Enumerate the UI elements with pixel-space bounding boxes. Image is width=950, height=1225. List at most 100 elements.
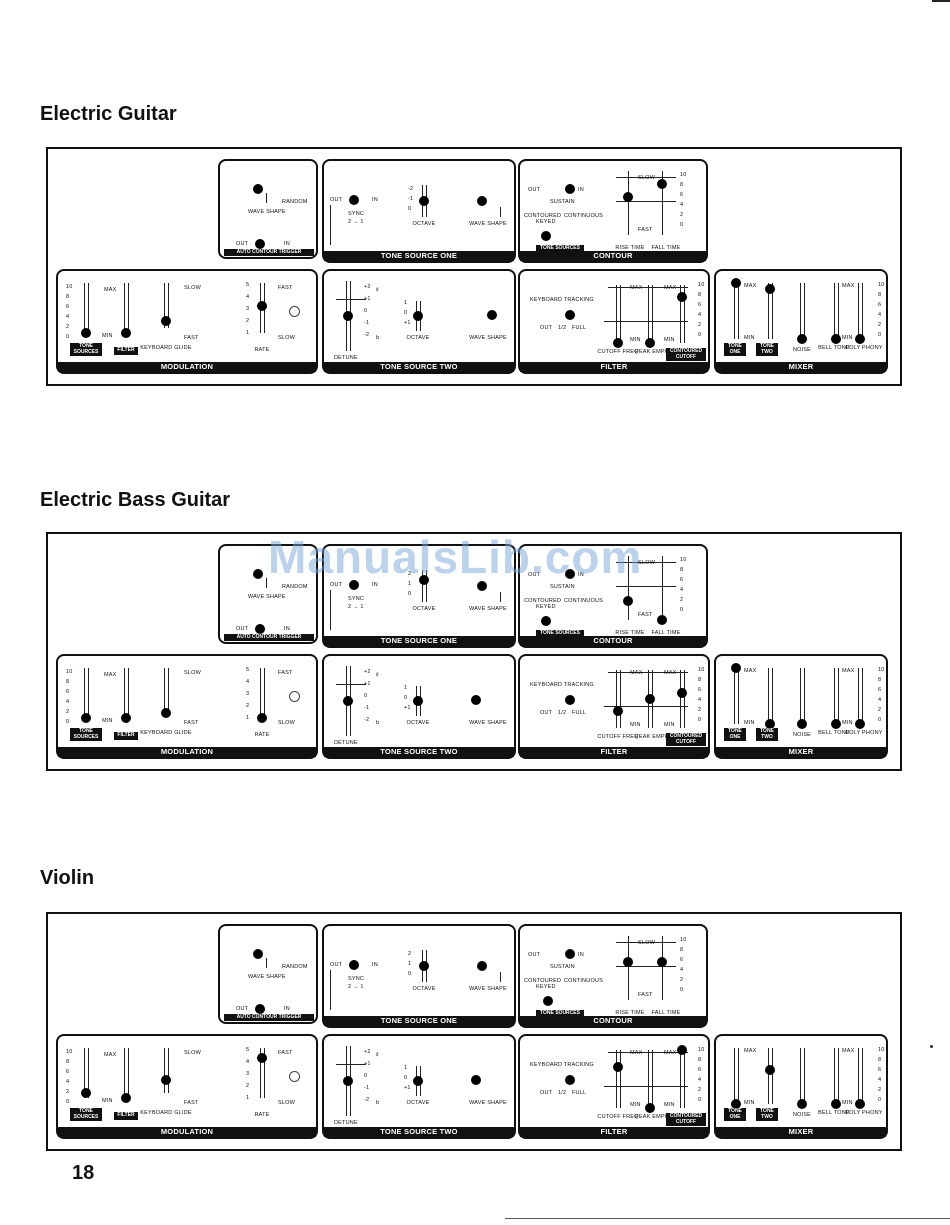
ts2-detune-knob[interactable] [343, 311, 353, 321]
auto-contour-trigger-label: AUTO CONTOUR TRIGGER [224, 634, 314, 641]
auto-contour-knob[interactable] [255, 624, 265, 634]
fall-time-knob[interactable] [657, 178, 667, 189]
contour-sustain-knob[interactable] [565, 184, 575, 194]
mixer-tone-one-slider-knob[interactable] [731, 663, 741, 673]
waveshape-knob[interactable] [253, 949, 263, 959]
tone-two-button[interactable]: TONE TWO [756, 1108, 778, 1121]
contoured-cutoff-slider-knob[interactable] [677, 688, 687, 699]
ts1-sync-knob[interactable] [349, 960, 359, 970]
ts1-octave-slider-knob[interactable] [419, 196, 429, 206]
contoured-cutoff-button[interactable]: CONTOURED CUTOFF [666, 348, 706, 361]
ts1-wave-knob[interactable] [477, 961, 487, 971]
peak-emph-slider-knob[interactable] [645, 1103, 655, 1113]
rise-time-knob[interactable] [623, 191, 633, 202]
ts1-wave-knob[interactable] [477, 581, 487, 591]
keyboard-glide-slider-knob[interactable] [161, 708, 171, 718]
mod-tone-sources-slider-knob[interactable] [81, 1088, 91, 1098]
contoured-cutoff-slider-knob[interactable] [677, 1045, 687, 1055]
mixer-tone-two-slider-knob[interactable] [765, 719, 775, 729]
tone-one-button[interactable]: TONE ONE [724, 728, 746, 741]
rate-slider-knob[interactable] [257, 300, 267, 311]
ts1-sync-knob[interactable] [349, 580, 359, 590]
kbd-tracking-knob[interactable] [565, 695, 575, 705]
mixer-polyphony-slider-knob[interactable] [855, 719, 865, 729]
ts2-detune-knob[interactable] [343, 1076, 353, 1086]
ts2-octave-slider-knob[interactable] [413, 311, 423, 321]
waveshape-knob[interactable] [253, 184, 263, 194]
rate-indicator[interactable] [289, 691, 300, 702]
mixer-noise-slider-knob[interactable] [797, 1099, 807, 1109]
mixer-bell-tone-slider-knob[interactable] [831, 719, 841, 729]
rate-slider-knob[interactable] [257, 1053, 267, 1063]
tone-sources-button[interactable]: TONE SOURCES [70, 343, 102, 356]
contour-sustain-knob[interactable] [565, 949, 575, 959]
contoured-cutoff-slider-knob[interactable] [677, 291, 687, 302]
mod-filter-slider-knob[interactable] [121, 1093, 131, 1103]
kbd-tracking-knob[interactable] [565, 1075, 575, 1085]
contour-sustain-knob[interactable] [565, 569, 575, 579]
peak-emph-slider-knob[interactable] [645, 338, 655, 348]
tone-two-button[interactable]: TONE TWO [756, 343, 778, 356]
contour-tone-sources-button[interactable]: TONE SOURCES [536, 1010, 584, 1017]
mixer-bell-tone-slider-knob[interactable] [831, 334, 841, 344]
ts2-detune-knob[interactable] [343, 696, 353, 706]
mixer-tone-two-slider-knob[interactable] [765, 1065, 775, 1076]
keyboard-glide-slider-knob[interactable] [161, 1074, 171, 1085]
filter-button[interactable]: FILTER [114, 347, 138, 355]
fall-time-knob[interactable] [657, 956, 667, 967]
ts2-octave-slider-knob[interactable] [413, 1076, 423, 1086]
rate-indicator[interactable] [289, 306, 300, 317]
mixer-noise-slider-knob[interactable] [797, 719, 807, 729]
cutoff-freq-slider-knob[interactable] [613, 705, 623, 716]
ts1-sync-knob[interactable] [349, 195, 359, 205]
kbd-tracking-knob[interactable] [565, 310, 575, 320]
ts1-wave-knob[interactable] [477, 196, 487, 206]
mixer-tone-one-slider-knob[interactable] [731, 278, 741, 288]
ts2-wave-knob[interactable] [471, 1075, 481, 1085]
mixer-noise-slider-knob[interactable] [797, 334, 807, 344]
cutoff-freq-slider-knob[interactable] [613, 338, 623, 348]
tone-two-button[interactable]: TONE TWO [756, 728, 778, 741]
mod-filter-slider-knob[interactable] [121, 713, 131, 723]
peak-emph-slider-knob[interactable] [645, 694, 655, 704]
contour-tone-sources-button[interactable]: TONE SOURCES [536, 245, 584, 252]
contour-scale-1: 8 [680, 567, 684, 573]
mod-tone-sources-slider-knob[interactable] [81, 328, 91, 338]
tone-one-button[interactable]: TONE ONE [724, 343, 746, 356]
mixer-tone-one-slider-knob[interactable] [731, 1099, 741, 1109]
auto-contour-knob[interactable] [255, 239, 265, 249]
keyboard-glide-slider-knob[interactable] [161, 316, 171, 327]
rise-time-knob[interactable] [623, 595, 633, 606]
contour-mode-knob[interactable] [543, 996, 553, 1006]
rise-time-knob[interactable] [623, 956, 633, 967]
tone-sources-button[interactable]: TONE SOURCES [70, 728, 102, 741]
ts2-wave-knob[interactable] [487, 310, 497, 320]
rate-indicator[interactable] [289, 1071, 300, 1082]
ts1-octave-slider-knob[interactable] [419, 961, 429, 971]
mixer-bell-tone-slider-knob[interactable] [831, 1099, 841, 1109]
rate-slider-knob[interactable] [257, 713, 267, 723]
waveshape-knob[interactable] [253, 569, 263, 579]
contoured-cutoff-button[interactable]: CONTOURED CUTOFF [666, 1113, 706, 1126]
ts1-oct-scale-0: -2 [408, 186, 414, 192]
contoured-cutoff-button[interactable]: CONTOURED CUTOFF [666, 733, 706, 746]
ts1-octave-slider-knob[interactable] [419, 574, 429, 585]
auto-contour-knob[interactable] [255, 1004, 265, 1014]
contour-mode-knob[interactable] [541, 616, 551, 626]
contour-mode-knob[interactable] [541, 231, 551, 241]
ts2-wave-knob[interactable] [471, 695, 481, 705]
mixer-polyphony-slider-knob[interactable] [855, 334, 865, 344]
mod-filter-slider-knob[interactable] [121, 328, 131, 338]
contour-tone-sources-button[interactable]: TONE SOURCES [536, 630, 584, 637]
ts2-octave-slider-knob[interactable] [413, 696, 423, 706]
tone-sources-button[interactable]: TONE SOURCES [70, 1108, 102, 1121]
mixer-tone-two-slider-knob[interactable] [765, 283, 775, 294]
filter-button[interactable]: FILTER [114, 1112, 138, 1120]
fall-time-knob[interactable] [657, 615, 667, 625]
mixer-polyphony-slider-knob[interactable] [855, 1099, 865, 1109]
filter-button[interactable]: FILTER [114, 732, 138, 740]
tone-one-button[interactable]: TONE ONE [724, 1108, 746, 1121]
mod-tone-sources-slider-knob[interactable] [81, 713, 91, 723]
cutoff-freq-slider-knob[interactable] [613, 1062, 623, 1073]
